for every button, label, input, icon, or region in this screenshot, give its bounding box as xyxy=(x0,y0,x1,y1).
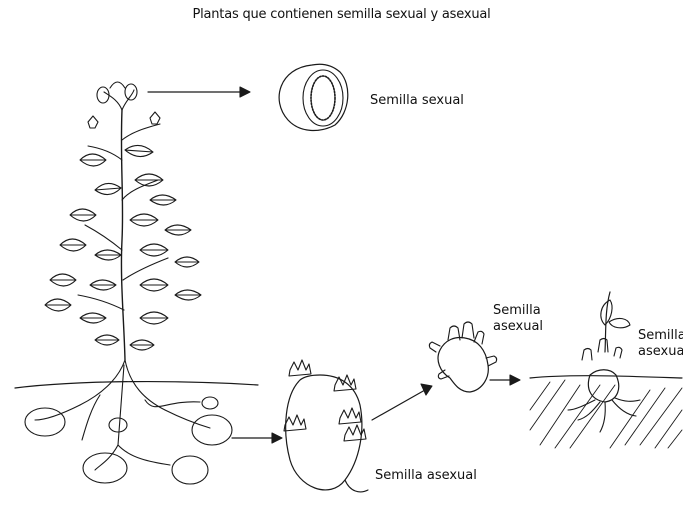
label-seed-asexual-tuber: Semilla asexual xyxy=(375,468,477,484)
soil-hatching xyxy=(530,380,682,448)
soil-surface xyxy=(530,376,682,378)
sprout xyxy=(339,408,361,424)
label-seed-sexual: Semilla sexual xyxy=(370,93,464,109)
tuber xyxy=(83,453,127,483)
sprout xyxy=(289,360,311,376)
flower-bud xyxy=(97,87,109,103)
label-line: asexual xyxy=(493,319,543,335)
flower xyxy=(150,112,160,124)
arrow-to-planted xyxy=(490,375,520,385)
tuber xyxy=(192,415,232,445)
label-seed-asexual-sprout: Semilla asexual xyxy=(493,303,543,335)
page-title: Plantas que contienen semilla sexual y a… xyxy=(0,7,683,22)
sprout xyxy=(284,415,306,431)
tuber xyxy=(172,456,208,484)
flower-bud xyxy=(125,84,137,100)
tuber xyxy=(202,397,218,409)
label-line: Semilla xyxy=(493,303,543,319)
cut-seed-piece xyxy=(429,322,496,392)
arrow-to-fruit xyxy=(148,87,250,97)
tuber xyxy=(25,408,65,436)
planted-seed xyxy=(530,292,682,448)
arrow-to-cut-piece xyxy=(372,384,432,420)
label-line: asexua xyxy=(638,344,683,360)
label-seed-asexual-planted: Semilla asexua xyxy=(638,328,683,360)
arrow-to-tuber xyxy=(232,433,282,443)
potato-plant xyxy=(15,82,258,484)
tuber xyxy=(109,418,127,432)
flower xyxy=(88,116,98,128)
fruit-half xyxy=(279,64,348,130)
sprouting-tuber xyxy=(284,360,368,492)
label-line: Semilla xyxy=(638,328,683,344)
sprout xyxy=(344,425,366,441)
